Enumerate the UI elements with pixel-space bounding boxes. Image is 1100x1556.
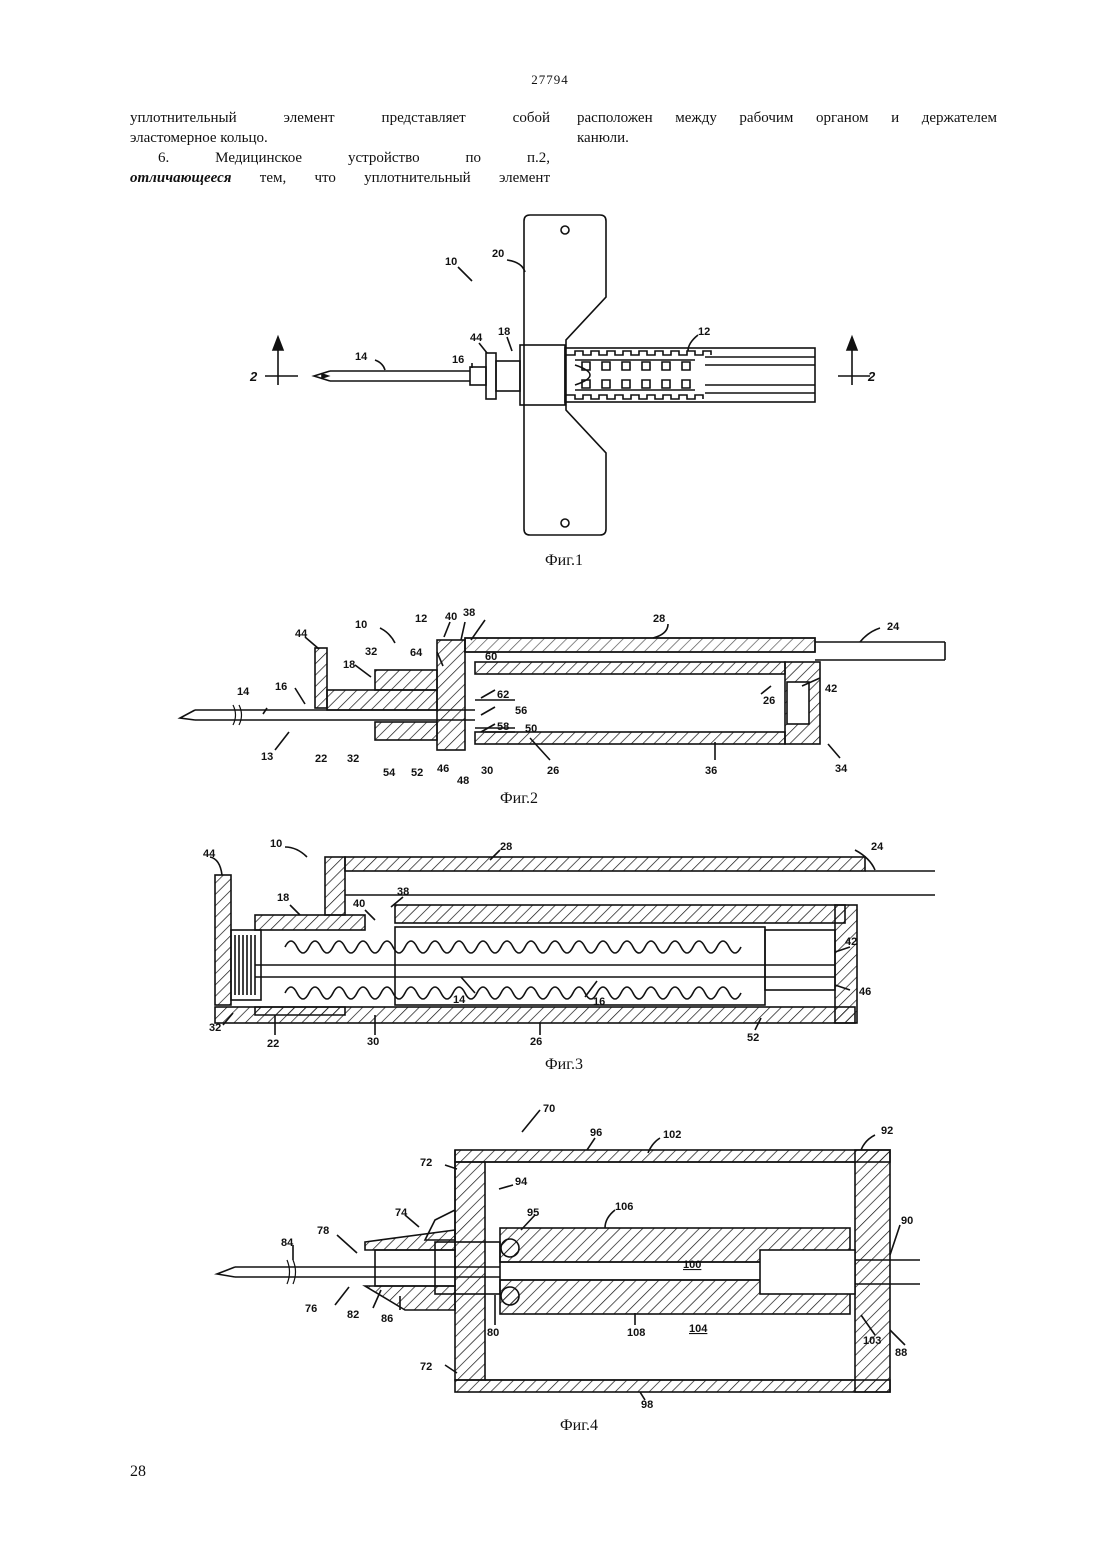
page-number: 28 [130,1463,146,1481]
ref-label: 12 [415,613,427,625]
ref-label: 42 [825,683,837,695]
ref-label: 95 [527,1207,539,1219]
ref-label: 32 [347,753,359,765]
ref-label: 32 [209,1022,221,1034]
ref-label: 46 [859,986,871,998]
figure-3-drawing: 44 10 28 24 18 38 40 42 46 14 16 32 22 3… [195,835,955,1050]
ref-label: 58 [497,721,509,733]
ref-label: 44 [203,848,216,860]
text-line: 6. Медицинское устройство по п.2, [130,148,550,168]
ref-label: 18 [277,892,289,904]
figure-2-drawing: 12 40 38 28 24 44 10 32 64 60 18 16 14 6… [175,600,965,805]
ref-label: 76 [305,1303,317,1315]
ref-label: 20 [492,248,504,260]
ref-label: 74 [395,1207,408,1219]
ref-label: 10 [445,256,457,268]
ref-label: 10 [270,838,282,850]
ref-label: 40 [445,611,457,623]
ref-label: 18 [498,326,510,338]
ref-label: 28 [500,841,512,853]
text-line: эластомерное кольцо. [130,128,550,148]
ref-label: 108 [627,1327,645,1339]
ref-label: 32 [365,646,377,658]
ref-label: 80 [487,1327,499,1339]
section-label: 2 [867,369,876,384]
ref-label: 36 [705,765,717,777]
ref-label: 60 [485,651,497,663]
ref-label: 44 [295,628,308,640]
ref-label: 102 [663,1129,681,1141]
ref-label: 16 [452,354,464,366]
text-line: уплотнительный элемент представляет собо… [130,108,550,128]
ref-label: 54 [383,767,396,779]
ref-label: 38 [463,607,475,619]
ref-label: 22 [267,1038,279,1050]
ref-label: 96 [590,1127,602,1139]
ref-label: 42 [845,936,857,948]
ref-label: 30 [481,765,493,777]
ref-label: 13 [261,751,273,763]
ref-label: 16 [275,681,287,693]
ref-label: 72 [420,1361,432,1373]
text-span: тем, что уплотнительный элемент [232,170,550,186]
ref-label: 26 [763,695,775,707]
ref-label: 12 [698,326,710,338]
ref-label: 82 [347,1309,359,1321]
ref-label: 18 [343,659,355,671]
ref-label: 104 [689,1323,708,1335]
section-label: 2 [249,369,258,384]
ref-label: 88 [895,1347,907,1359]
ref-label: 26 [547,765,559,777]
figure-3-caption: Фиг.3 [545,1056,583,1074]
ref-label: 30 [367,1036,379,1048]
ref-label: 72 [420,1157,432,1169]
ref-label: 40 [353,898,365,910]
figure-1-drawing: 10 20 44 18 16 14 12 2 2 [230,205,890,545]
ref-label: 52 [747,1032,759,1044]
ref-label: 98 [641,1399,653,1410]
header-document-number: 27794 [0,72,1100,88]
ref-label: 14 [355,351,368,363]
ref-label: 64 [410,647,423,659]
ref-label: 92 [881,1125,893,1137]
ref-label: 70 [543,1103,555,1115]
figure-4-caption: Фиг.4 [560,1417,598,1435]
ref-label: 44 [470,332,483,344]
ref-label: 100 [683,1259,701,1271]
ref-label: 90 [901,1215,913,1227]
ref-label: 28 [653,613,665,625]
ref-label: 50 [525,723,537,735]
ref-label: 62 [497,689,509,701]
ref-label: 34 [835,763,848,775]
figure-4-drawing: 70 96 102 92 72 94 74 95 106 90 78 84 10… [205,1100,935,1410]
ref-label: 103 [863,1335,881,1347]
ref-label: 94 [515,1176,528,1188]
ref-label: 24 [887,621,900,633]
ref-label: 86 [381,1313,393,1325]
text-line: канюли. [577,128,997,148]
ref-label: 14 [237,686,250,698]
ref-label: 16 [593,996,605,1008]
ref-label: 24 [871,841,884,853]
ref-label: 14 [453,994,466,1006]
ref-label: 84 [281,1237,294,1249]
ref-label: 56 [515,705,527,717]
ref-label: 22 [315,753,327,765]
ref-label: 52 [411,767,423,779]
ref-label: 106 [615,1201,633,1213]
ref-label: 48 [457,775,469,787]
figure-1-caption: Фиг.1 [545,552,583,570]
text-line: расположен между рабочим органом и держа… [577,108,997,128]
ref-label: 38 [397,886,409,898]
emphasis-term: отличающееся [130,170,232,186]
text-column-right: расположен между рабочим органом и держа… [577,108,997,148]
text-column-left: уплотнительный элемент представляет собо… [130,108,550,188]
figure-2-caption: Фиг.2 [500,790,538,808]
text-line: отличающееся тем, что уплотнительный эле… [130,168,550,188]
ref-label: 46 [437,763,449,775]
ref-label: 78 [317,1225,329,1237]
ref-label: 10 [355,619,367,631]
ref-label: 26 [530,1036,542,1048]
